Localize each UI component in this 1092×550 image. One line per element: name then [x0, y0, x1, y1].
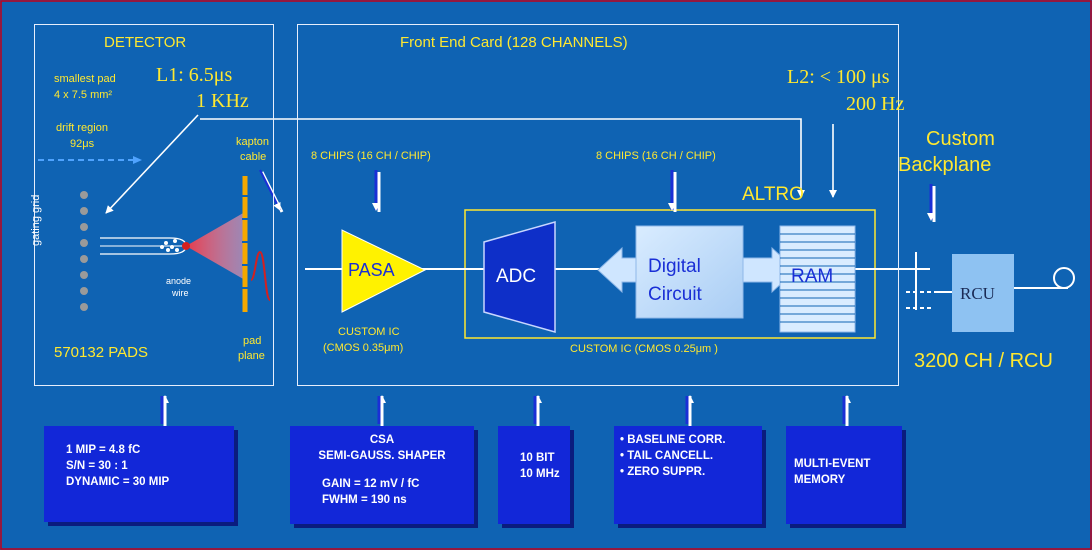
adc-block	[483, 221, 556, 333]
pad-plane-label-1: pad	[243, 335, 262, 347]
charge-cone	[186, 212, 245, 280]
l1-latency: L1: 6.5μs	[156, 64, 233, 86]
wire-label: wire	[172, 288, 189, 298]
custom-ic-left-1: CUSTOM IC	[338, 326, 400, 338]
l2-latency: L2: < 100 μs	[787, 66, 890, 88]
param-line: 1 MIP = 4.8 fC	[66, 444, 141, 456]
param-line: • ZERO SUPPR.	[620, 466, 706, 478]
param-line: MEMORY	[794, 474, 846, 486]
ch-per-rcu: 3200 CH / RCU	[914, 350, 1053, 372]
l1-trigger-line	[200, 118, 805, 198]
param-line: • TAIL CANCELL.	[620, 450, 714, 462]
detector-params-box: 1 MIP = 4.8 fC S/N = 30 : 1 DYNAMIC = 30…	[44, 426, 234, 522]
memory-params-box: MULTI-EVENT MEMORY	[786, 426, 902, 524]
param-line: DYNAMIC = 30 MIP	[66, 476, 170, 488]
param-line: S/N = 30 : 1	[66, 460, 128, 472]
param-line: 10 BIT	[520, 452, 555, 464]
pasa-triangle	[341, 229, 427, 313]
backplane-label-1: Custom	[926, 128, 995, 150]
adc-params-box: 10 BIT 10 MHz	[498, 426, 570, 524]
drift-region-time: 92μs	[70, 138, 95, 150]
pasa-params-box: CSA SEMI-GAUSS. SHAPER GAIN = 12 mV / fC…	[290, 426, 474, 524]
pasa-label: PASA	[348, 260, 395, 280]
detector-frame	[34, 24, 274, 386]
input-arrows	[372, 170, 936, 222]
digital-circuit-block	[635, 225, 744, 319]
cable-label: cable	[240, 151, 267, 163]
l2-rate: 200 Hz	[846, 93, 905, 115]
drift-region-label: drift region	[56, 122, 108, 134]
smallest-pad-label: smallest pad	[54, 73, 116, 85]
pad-plane-label-2: plane	[238, 350, 265, 362]
altro-label: ALTRO	[742, 184, 804, 205]
backplane-bus	[906, 252, 952, 310]
gating-grid-dots	[80, 191, 88, 311]
fec-title: Front End Card (128 CHANNELS)	[400, 34, 628, 51]
chips-left-label: 8 CHIPS (16 CH / CHIP)	[311, 150, 431, 162]
param-line: FWHM = 190 ns	[322, 494, 407, 506]
l1-rate: 1 KHz	[196, 90, 249, 112]
ram-block	[779, 225, 856, 333]
param-title-line: SEMI-GAUSS. SHAPER	[318, 450, 446, 462]
digital-params-box: • BASELINE CORR. • TAIL CANCELL. • ZERO …	[614, 426, 762, 524]
ram-label: RAM	[791, 266, 834, 287]
param-line: 10 MHz	[520, 468, 560, 480]
param-line: • BASELINE CORR.	[620, 434, 726, 446]
adc-label: ADC	[496, 266, 537, 287]
pads-count: 570132 PADS	[54, 344, 148, 361]
custom-ic-right: CUSTOM IC (CMOS 0.25μm )	[570, 343, 718, 355]
param-line: MULTI-EVENT	[794, 458, 871, 470]
digital-label: Digital	[648, 256, 701, 277]
smallest-pad-size: 4 x 7.5 mm²	[54, 89, 113, 101]
custom-ic-left-2: (CMOS 0.35μm)	[323, 342, 404, 354]
circuit-label: Circuit	[648, 284, 702, 305]
param-line: GAIN = 12 mV / fC	[322, 478, 420, 490]
backplane-label-2: Backplane	[898, 154, 992, 176]
kapton-label: kapton	[236, 136, 270, 148]
detector-title: DETECTOR	[104, 34, 187, 51]
parameter-arrows	[160, 395, 851, 426]
front-end-card-frame	[297, 24, 899, 386]
l1-arrow	[105, 114, 199, 214]
anode-label: anode	[166, 276, 192, 286]
rcu-label: RCU	[960, 284, 995, 303]
gating-grid-label: gating grid	[30, 194, 42, 246]
chips-right-label: 8 CHIPS (16 CH / CHIP)	[596, 150, 716, 162]
param-title-line: CSA	[369, 434, 395, 446]
pad-signal	[250, 250, 271, 301]
rcu-block	[952, 254, 1014, 332]
